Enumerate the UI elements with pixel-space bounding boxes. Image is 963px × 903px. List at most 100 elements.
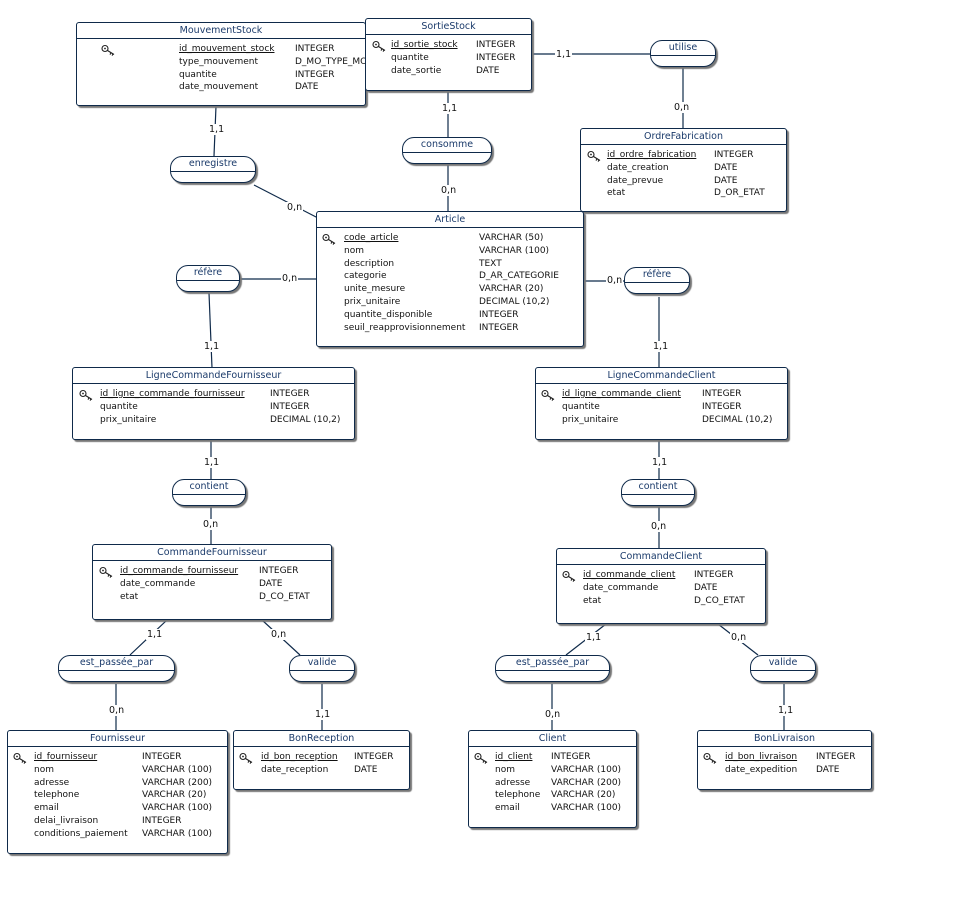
attribute-name: categorie xyxy=(344,271,387,282)
attribute-name: id_mouvement_stock xyxy=(179,44,275,54)
key-icon xyxy=(99,566,114,578)
attribute-name: id_commande_client xyxy=(583,570,676,580)
assoc-consomme[interactable]: consomme xyxy=(402,137,492,164)
attribute-type: DATE xyxy=(476,65,500,76)
attribute-name: id_bon_livraison xyxy=(725,752,798,762)
attribute-type: INTEGER xyxy=(702,389,742,399)
entity-title: BonLivraison xyxy=(698,731,871,747)
attribute-row: quantite INTEGER xyxy=(73,401,354,414)
attribute-type: DECIMAL (10,2) xyxy=(702,414,773,425)
attribute-row: quantite INTEGER xyxy=(77,69,365,82)
assoc-label: utilise xyxy=(651,41,715,56)
attribute-name: id_client xyxy=(495,752,533,762)
attribute-type: DATE xyxy=(714,162,738,173)
attribute-name: delai_livraison xyxy=(34,815,99,826)
primary-key-row: id_commande_client INTEGER xyxy=(557,569,765,582)
assoc-contient-client[interactable]: contient xyxy=(621,479,695,506)
attribute-type: INTEGER xyxy=(714,150,754,160)
attribute-name: id_sortie_stock xyxy=(391,40,458,50)
attribute-type: VARCHAR (20) xyxy=(479,284,544,295)
assoc-enregistre[interactable]: enregistre xyxy=(170,156,256,183)
attribute-name: quantite xyxy=(179,69,217,80)
attribute-type: INTEGER xyxy=(142,815,182,826)
assoc-est-passee-par-fournisseur[interactable]: est_passée_par xyxy=(58,655,175,682)
attribute-name: date_sortie xyxy=(391,65,442,76)
attribute-type: DECIMAL (10,2) xyxy=(479,296,550,307)
attribute-type: D_AR_CATEGORIE xyxy=(479,271,559,282)
entity-title: CommandeClient xyxy=(557,549,765,565)
attribute-type: DATE xyxy=(295,82,319,93)
assoc-valide-client[interactable]: valide xyxy=(750,655,816,682)
card-ligne-f-contient: 1,1 xyxy=(203,457,221,468)
attribute-name: adresse xyxy=(495,777,531,788)
attribute-type: INTEGER xyxy=(476,52,516,63)
card-fournisseur-passee: 0,n xyxy=(108,705,126,716)
assoc-contient-fournisseur[interactable]: contient xyxy=(172,479,246,506)
attribute-type: INTEGER xyxy=(142,752,182,762)
attribute-type: INTEGER xyxy=(270,401,310,412)
card-article-refere-client: 0,n xyxy=(606,275,624,286)
entity-title: Fournisseur xyxy=(8,731,227,747)
attribute-name: email xyxy=(495,803,520,814)
assoc-refere-client[interactable]: réfère xyxy=(624,267,690,294)
attribute-type: INTEGER xyxy=(551,752,591,762)
attribute-type: INTEGER xyxy=(270,389,310,399)
attribute-name: type_mouvement xyxy=(179,56,258,67)
assoc-refere-fournisseur[interactable]: réfère xyxy=(176,265,240,292)
attribute-type: INTEGER xyxy=(816,752,856,762)
card-commande-f-contient: 0,n xyxy=(202,519,220,530)
attribute-type: D_CO_ETAT xyxy=(694,595,745,606)
attribute-type: INTEGER xyxy=(295,69,335,80)
attribute-row: delai_livraison INTEGER xyxy=(8,815,227,828)
entity-title: Article xyxy=(317,212,583,228)
attribute-type: INTEGER xyxy=(354,752,394,762)
attribute-name: quantite xyxy=(391,52,429,63)
attribute-row: date_sortie DATE xyxy=(366,65,531,78)
assoc-est-passee-par-client[interactable]: est_passée_par xyxy=(495,655,610,682)
card-ligne-f-refere: 1,1 xyxy=(203,341,221,352)
key-icon xyxy=(79,389,94,401)
assoc-label: contient xyxy=(173,480,245,495)
attribute-name: id_ligne_commande_client xyxy=(562,389,681,399)
attribute-name: nom xyxy=(344,245,364,256)
line-enregistre-article xyxy=(253,184,319,219)
key-icon xyxy=(322,233,337,245)
card-commande-c-contient: 0,n xyxy=(650,521,668,532)
assoc-valide-fournisseur[interactable]: valide xyxy=(289,655,355,682)
entity-title: Client xyxy=(469,731,636,747)
attribute-type: VARCHAR (50) xyxy=(479,233,544,243)
key-icon xyxy=(587,150,602,162)
attribute-type: D_CO_ETAT xyxy=(259,591,310,602)
attribute-type: INTEGER xyxy=(694,570,734,580)
assoc-utilise[interactable]: utilise xyxy=(650,40,716,67)
attribute-type: VARCHAR (20) xyxy=(551,790,616,801)
attribute-name: id_ligne_commande_fournisseur xyxy=(100,389,245,399)
key-icon xyxy=(541,389,556,401)
attribute-type: VARCHAR (200) xyxy=(551,777,622,788)
attribute-type: VARCHAR (200) xyxy=(142,777,213,788)
attribute-name: email xyxy=(34,803,59,814)
attribute-name: quantite xyxy=(100,401,138,412)
